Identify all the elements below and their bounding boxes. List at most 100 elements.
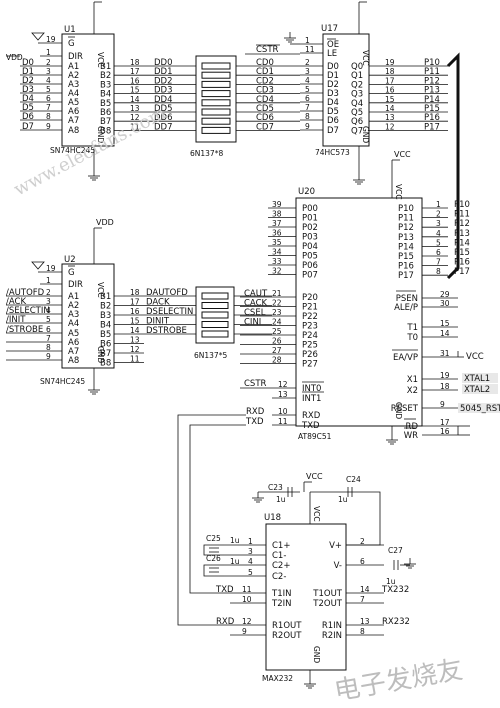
u18-body (265, 523, 347, 671)
u17-out-name: Q3 (351, 90, 363, 100)
u20-p0-name: P06 (302, 261, 318, 271)
u2-out-name: B1 (100, 292, 111, 302)
opto1-out-label: CD3 (256, 86, 274, 96)
u2-pin-name: A5 (68, 329, 79, 339)
u2-pin-num: 3 (46, 297, 51, 306)
u2-pin-name: G (68, 268, 75, 278)
u17-pin-name: D4 (327, 98, 339, 108)
u20-p1-num: 4 (436, 229, 441, 238)
u2-net-label: /INIT (6, 315, 26, 325)
u1-net-label: D2 (22, 76, 34, 86)
u20-p2-num: 27 (272, 346, 282, 355)
u1-out-name: B7 (100, 117, 111, 127)
u1-pin-num: 8 (46, 112, 51, 121)
u18-out-net: TX232 (381, 585, 409, 595)
u1-out-num: 12 (130, 113, 140, 122)
u20-ale-name: ALE/P (394, 303, 418, 313)
u18-out-num: 2 (360, 537, 365, 546)
c26-loop (203, 564, 224, 577)
u20-part: AT89C51 (298, 432, 332, 441)
u18-cap-name: C1- (272, 551, 286, 561)
u18-cap-num: 5 (248, 568, 253, 577)
u20-reset-name: RESET (391, 404, 419, 414)
u20-x2-name: X2 (407, 386, 418, 396)
u20-p1-num: 7 (436, 258, 441, 267)
u2-pin-name: A4 (68, 319, 79, 329)
c25-val: 1u (230, 536, 240, 545)
u17-pin-name: D0 (327, 62, 339, 72)
u2-net-label: /ACK (6, 297, 26, 307)
u20-p2-net: CSEL (244, 308, 266, 318)
u17-out-num: 16 (385, 86, 395, 95)
u2-body (61, 263, 115, 369)
u20-ea-name: EA/VP (393, 353, 418, 363)
u1-out-name: B4 (100, 90, 111, 100)
opto2-channel (201, 330, 229, 338)
u20-p0-num: 32 (272, 267, 282, 276)
u18-in-net: TXD (215, 585, 234, 595)
u17-pin-name: D2 (327, 80, 339, 90)
u17-pin-num: 4 (305, 76, 310, 85)
u2-pin-name: A1 (68, 292, 79, 302)
u2-part: SN74HC245 (40, 377, 85, 386)
u18-in-num: 10 (242, 595, 252, 604)
u20-p2-name: P25 (302, 341, 318, 351)
u20-p2-name: P26 (302, 350, 318, 360)
u18-out-num: 6 (360, 557, 365, 566)
u17-out-name: Q2 (351, 80, 363, 90)
opto1-in-label: DD0 (154, 58, 173, 68)
u20-p2-name: P23 (302, 322, 318, 332)
u20-p2-num: 26 (272, 337, 282, 346)
u1-out-name: B6 (100, 108, 111, 118)
u20-p0-num: 38 (272, 210, 282, 219)
opto1-in-label: DD6 (154, 113, 173, 123)
u20-p1-net: P14 (454, 238, 470, 248)
u20-p0-num: 39 (272, 200, 282, 209)
u1-pin-name: A6 (68, 107, 79, 117)
u20-rd-num: 17 (440, 418, 450, 427)
u20-vcc-pin: VCC (394, 184, 403, 200)
ser-rxd-route (177, 414, 246, 626)
u20-wr-num: 16 (440, 427, 450, 436)
u17-pin-num: 7 (305, 103, 310, 112)
u1-out-num: 17 (130, 67, 140, 76)
u20-p1-name: P14 (398, 242, 414, 252)
opto2-channel (201, 321, 229, 328)
u18-in-name: R2OUT (272, 631, 302, 641)
opto1-in-label: DD7 (154, 122, 173, 132)
u18-cap-num: 1 (248, 537, 253, 546)
u1-pin-name: A5 (68, 98, 79, 108)
u20-p1-net: P10 (454, 200, 470, 210)
u2-pin-num: 19 (46, 264, 56, 273)
u1-pin-num: 1 (46, 48, 51, 57)
u17-out-num: 15 (385, 95, 395, 104)
u20-gnd-pin: GND (394, 402, 403, 419)
opto1-out-label: CD5 (256, 104, 274, 114)
u20-psen-num: 29 (440, 290, 450, 299)
u20-ser-num: 10 (278, 407, 288, 416)
opto2-in-label: DAUTOFD (146, 288, 188, 298)
u1-pin-num: 9 (46, 122, 51, 131)
u20-p1-net: P11 (454, 210, 470, 220)
u17-out-name: Q0 (351, 62, 363, 72)
u20-ser-num: 11 (278, 417, 288, 426)
u17-pin-name: D5 (327, 107, 339, 117)
u20-wr-name: WR (404, 431, 418, 441)
u20-p0-name: P03 (302, 233, 318, 243)
opto1-out-label: CD1 (256, 67, 274, 77)
u17-out-num: 14 (385, 104, 395, 113)
opto1-out-label: CD6 (256, 113, 274, 123)
u20-ser-net: TXD (245, 417, 264, 427)
u20-p1-name: P11 (398, 214, 414, 224)
opto1-in-label: DD2 (154, 76, 173, 86)
u20-ale-num: 30 (440, 299, 450, 308)
u20-xtal2-flag (462, 384, 498, 394)
u1-gnd-pin: GND (96, 126, 105, 143)
u18-out-name: T1OUT (312, 589, 343, 599)
u17-out-net: P15 (424, 104, 440, 114)
u2-out-num: 18 (130, 288, 140, 297)
u20-p1-num: 6 (436, 248, 441, 257)
u1-net-label: D6 (22, 112, 34, 122)
u20-int-name: INT1 (302, 394, 321, 404)
